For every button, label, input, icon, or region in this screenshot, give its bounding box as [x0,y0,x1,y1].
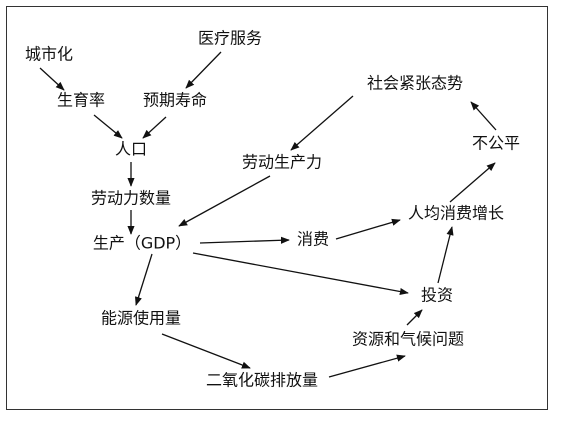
edge-social-tension-productivity [290,95,354,151]
node-urbanization: 城市化 [25,45,73,64]
node-inequality: 不公平 [472,134,520,153]
edge-co2-resources-climate [328,354,406,378]
nodes-layer: 城市化 医疗服务 生育率 预期寿命 社会紧张态势 人口 劳动生产力 不公平 劳动… [25,29,520,390]
edges-layer [39,51,497,378]
edge-life-expectancy-population [142,116,167,139]
node-consumption-growth: 人均消费增长 [408,204,504,223]
node-investment: 投资 [421,286,453,305]
edge-urbanization-fertility [39,67,65,91]
node-life-expectancy: 预期寿命 [143,91,207,110]
edge-consumption-consumption-growth [335,218,401,240]
edge-gdp-consumption [199,236,290,244]
node-gdp: 生产（GDP） [93,234,191,253]
node-co2-emissions: 二氧化碳排放量 [206,371,318,390]
edge-gdp-energy [134,253,153,306]
edge-energy-co2 [161,333,251,369]
node-labor-productivity: 劳动生产力 [242,153,322,172]
node-resources-climate: 资源和气候问题 [352,330,464,349]
edge-inequality-social-tension [470,101,497,131]
node-labor-quantity: 劳动力数量 [91,189,171,208]
node-consumption: 消费 [297,230,329,249]
edge-resources-climate-investment [406,309,423,326]
edge-productivity-gdp [178,175,271,227]
node-fertility-rate: 生育率 [57,91,105,110]
edge-fertility-population [93,114,123,139]
edge-gdp-investment [192,252,409,296]
node-energy-use: 能源使用量 [101,309,181,328]
node-population: 人口 [115,140,147,159]
edge-medical-life-expectancy [185,51,222,89]
edge-consumption-growth-inequality [449,162,496,203]
node-social-tension: 社会紧张态势 [367,74,463,93]
edge-investment-consumption-growth [437,226,454,284]
diagram-frame [6,6,548,410]
node-medical-services: 医疗服务 [198,29,262,48]
